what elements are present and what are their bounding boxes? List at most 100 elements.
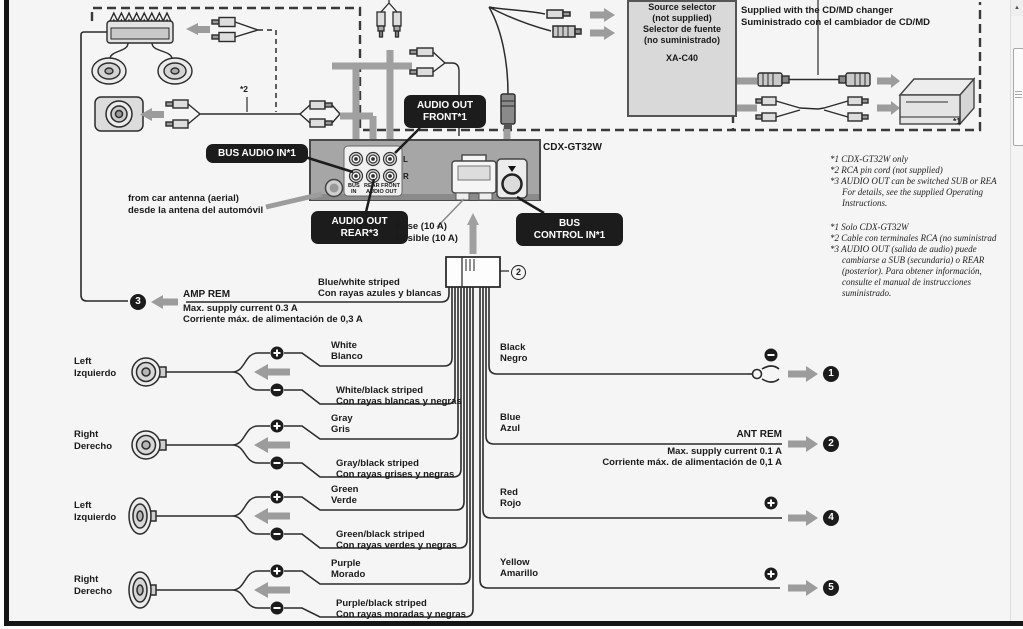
terminal-2-badge: 2 [823, 436, 839, 452]
jack-r-label: R [403, 172, 409, 181]
antenna-pointer [265, 191, 323, 210]
speaker-3-minus-en: Green/black striped [336, 529, 425, 540]
subwoofer-icon [94, 96, 144, 132]
black-wire-es: Negro [500, 353, 528, 364]
speaker-4-plus-en: Purple [331, 558, 361, 569]
speaker-1-plus-es: Blanco [331, 351, 363, 362]
bus-audio-in-label: BUS AUDIO IN*1 [206, 144, 308, 163]
jack-l-label: L [403, 155, 408, 164]
harness-connector-block [445, 256, 509, 288]
antenna-note-en: from car antenna (aerial) [128, 193, 239, 204]
speaker-1-plus-en: White [331, 340, 357, 351]
source-selector-box: Source selector (not supplied) Selector … [627, 0, 737, 117]
amp-rem-max-en: Max. supply current 0.3 A [183, 303, 298, 314]
fuse-label-en: Fuse (10 A) [396, 221, 447, 232]
scrollbar-up-button[interactable]: ▲ [1011, 0, 1023, 16]
changer-box-art [723, 0, 976, 126]
ant-rem-max-es: Corriente máx. de alimentación de 0,1 A [602, 457, 782, 468]
speaker-4-plus-es: Morado [331, 569, 366, 580]
direction-arrows [151, 295, 818, 598]
footnotes-en: *1 CDX-GT32W only *2 RCA pin cord (not s… [830, 154, 997, 208]
page-bottom-border [4, 621, 1023, 626]
terminal-5-badge: 5 [823, 580, 839, 596]
star2-marker: *2 [240, 84, 249, 94]
harness-arrow-head [467, 213, 479, 225]
jack-audio-out-label: AUDIO OUT [366, 189, 397, 195]
red-wire-en: Red [500, 487, 518, 498]
bus-control-in-label: BUS CONTROL IN*1 [516, 213, 623, 246]
speaker-2-minus-es: Con rayas grises y negras [336, 469, 455, 480]
amp-rem-max-es: Corriente máx. de alimentación de 0,3 A [183, 314, 363, 325]
page-margin-left [0, 0, 4, 629]
speaker-rows-art [128, 352, 270, 609]
jack-front-label: FRONT [381, 183, 400, 189]
scrollbar-thumb[interactable] [1012, 48, 1023, 146]
harness-wire-en: Blue/white striped [318, 277, 400, 288]
rca-jacks [348, 151, 398, 184]
hanging-rca-plugs [376, 0, 402, 38]
scroll-up-icon: ▲ [1014, 5, 1020, 11]
polarity-symbols [270, 346, 778, 615]
speaker-2-plus-es: Gris [331, 424, 351, 435]
speaker-1-pos-es: Izquierdo [74, 368, 117, 379]
audio-out-rear-label: AUDIO OUT REAR*3 [311, 211, 408, 244]
page-left-border [4, 0, 9, 626]
scrollbar-track[interactable]: ▲ [1010, 0, 1023, 621]
speaker-2-pos-es: Derecho [74, 441, 113, 452]
harness-wire-es: Con rayas azules y blancas [318, 288, 442, 299]
amp-rem-label: AMP REM [183, 289, 231, 300]
speaker-3-plus-es: Verde [331, 495, 357, 506]
bus-control-jack [496, 158, 528, 199]
speaker-3-pos-en: Left [74, 500, 92, 511]
jack-bus-label: BUS [348, 183, 360, 189]
speaker-4-minus-en: Purple/black striped [336, 598, 427, 609]
speaker-4-minus-es: Con rayas moradas y negras [336, 609, 466, 620]
changer-note-en: Supplied with the CD/MD changer [741, 5, 894, 16]
terminal-4-badge: 4 [823, 510, 839, 526]
speaker-4-pos-en: Right [74, 574, 99, 585]
yellow-wire-en: Yellow [500, 557, 530, 568]
speaker-3-minus-es: Con rayas verdes y negras [336, 540, 457, 551]
antenna-note-es: desde la antena del automóvil [128, 205, 264, 216]
speaker-2-plus-en: Gray [331, 413, 353, 424]
ant-rem-label: ANT REM [736, 429, 782, 440]
bubble-pointers [304, 127, 545, 215]
speaker-1-minus-en: White/black striped [336, 385, 424, 396]
audio-out-front-rca [409, 47, 460, 136]
harness-wires [186, 287, 782, 618]
speaker-2-pos-en: Right [74, 429, 99, 440]
power-amplifier-icon [80, 11, 174, 302]
antenna-jack [324, 178, 344, 198]
scrollbar-grip-icon [1014, 91, 1022, 99]
black-wire-en: Black [500, 342, 526, 353]
ground-terminal-icon [748, 365, 780, 383]
source-selector-model: XA-C40 [665, 53, 698, 63]
amp-speakers-icon [91, 57, 193, 85]
speaker-3-plus-en: Green [331, 484, 359, 495]
cd-md-changer-icon [898, 77, 976, 126]
red-wire-es: Rojo [500, 498, 522, 509]
changer-note-es: Suministrado con el cambiador de CD/MD [741, 17, 930, 28]
speaker-3-pos-es: Izquierdo [74, 512, 117, 523]
harness-connector-badge: 2 [511, 265, 526, 280]
terminal-3-badge: 3 [130, 294, 146, 310]
speaker-2-minus-en: Gray/black striped [336, 458, 419, 469]
bus-control-cable [488, 6, 582, 129]
footnotes-es: *1 Solo CDX-GT32W *2 Cable con terminale… [830, 222, 997, 298]
amp-rca-cord [186, 16, 277, 112]
fuse-pointer [436, 198, 465, 228]
unit-model-label: CDX-GT32W [543, 142, 602, 153]
ant-rem-max-en: Max. supply current 0.1 A [667, 446, 782, 457]
speaker-4-pos-es: Derecho [74, 586, 113, 597]
gray-cable-routing [332, 50, 511, 150]
speaker-1-minus-es: Con rayas blancas y negras [336, 396, 462, 407]
speaker-1-pos-en: Left [74, 356, 92, 367]
jack-rear-label: REAR [364, 183, 380, 189]
audio-out-front-label: AUDIO OUT FRONT*1 [404, 95, 486, 128]
fuse-connector [451, 154, 497, 201]
source-selector-arrows [590, 8, 615, 40]
blue-wire-en: Blue [500, 412, 521, 423]
changer-star1: *1 [953, 116, 962, 126]
